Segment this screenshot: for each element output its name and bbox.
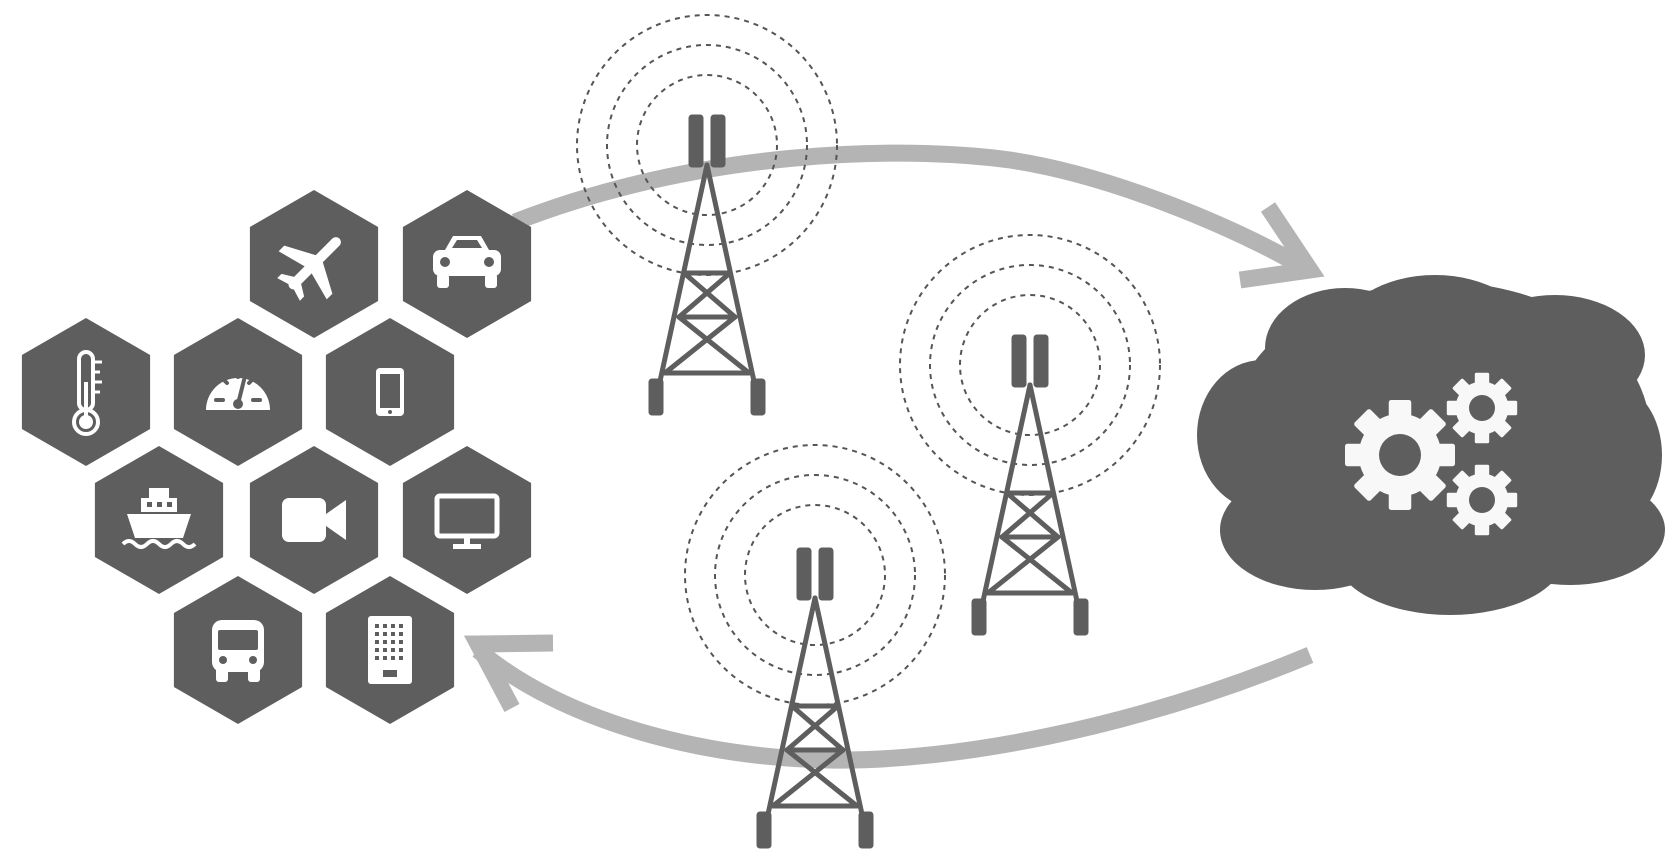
downlink-arrow — [463, 634, 1314, 769]
hex-monitor — [402, 446, 532, 594]
cloud — [1197, 275, 1665, 615]
gauge-icon — [206, 368, 270, 410]
airplane-icon — [277, 237, 341, 301]
uplink-arrow — [511, 144, 1325, 289]
hex-car — [402, 190, 532, 338]
signal-rings-right — [899, 234, 1161, 496]
monitor-icon — [434, 493, 500, 549]
cell-tower-right — [972, 335, 1088, 635]
hex-airplane — [249, 190, 379, 338]
keypad-icon — [368, 616, 412, 684]
hex-thermometer — [21, 318, 151, 466]
hex-smartphone — [325, 318, 455, 466]
hex-video-camera — [249, 446, 379, 594]
hex-bus — [173, 576, 303, 724]
video-camera-icon — [282, 498, 346, 542]
signal-rings-top — [576, 14, 838, 276]
hex-ship — [94, 446, 224, 594]
thermometer-icon — [72, 350, 102, 436]
gears-icon — [1345, 372, 1518, 536]
smartphone-icon — [376, 368, 404, 416]
signal-rings-bottom — [684, 444, 946, 706]
hex-gauge — [173, 318, 303, 466]
hex-keypad — [325, 576, 455, 724]
